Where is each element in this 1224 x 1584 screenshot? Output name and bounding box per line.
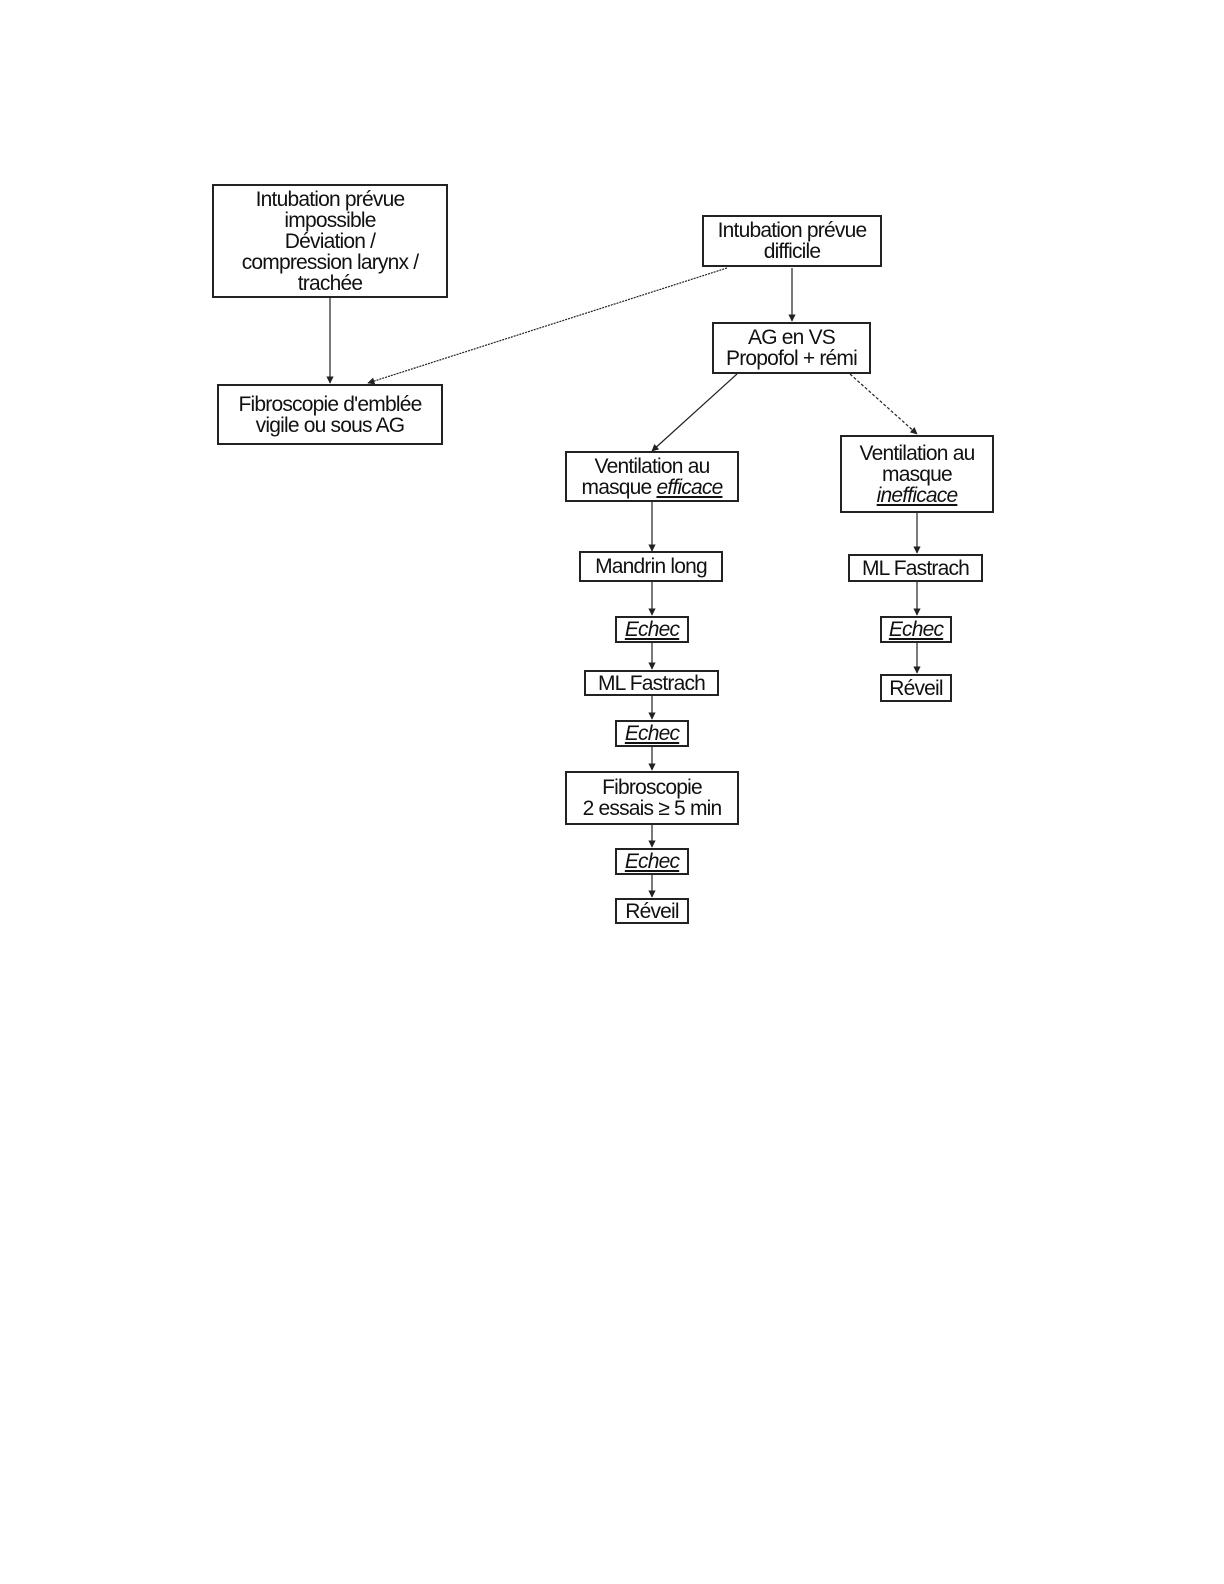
node-label: ML Fastrach [597, 671, 706, 695]
node-echec-3: Echec [615, 848, 689, 875]
node-ml-fastrach-1: ML Fastrach [584, 670, 719, 696]
node-intubation-difficile: Intubation prévue difficile [702, 215, 882, 267]
node-line: trachée [297, 271, 363, 295]
arrow-ag-vs-to-vent-inefficace [849, 373, 918, 435]
node-line: Intubation prévue [717, 219, 868, 242]
node-line-prefix: masque [581, 475, 657, 499]
node-intubation-impossible: Intubation prévue impossible Déviation /… [212, 184, 448, 298]
node-reveil-1: Réveil [615, 898, 689, 924]
node-line: Ventilation au [859, 441, 976, 465]
node-label: Mandrin long [595, 555, 708, 578]
node-echec-1: Echec [615, 616, 689, 643]
node-ag-en-vs: AG en VS Propofol + rémi [712, 322, 871, 374]
node-mandrin-long: Mandrin long [579, 551, 723, 582]
node-line: 2 essais ≥ 5 min [582, 797, 723, 820]
node-line: Fibroscopie [602, 776, 703, 799]
node-reveil-2: Réveil [880, 674, 952, 702]
node-line: Ventilation au [594, 454, 711, 478]
node-line: Fibroscopie d'emblée [238, 392, 423, 416]
node-line: masque efficace [581, 475, 724, 499]
emphasis-inefficace: inefficace [876, 483, 959, 507]
node-echec-4: Echec [880, 616, 952, 643]
node-label: Echec [624, 850, 680, 873]
node-line: Propofol + rémi [726, 347, 858, 370]
node-line: Déviation / [284, 229, 376, 253]
emphasis-efficace: efficace [656, 475, 723, 499]
node-line: masque [882, 462, 953, 486]
node-label: Réveil [889, 676, 943, 700]
node-line: compression larynx / [241, 250, 419, 274]
node-label: Echec [888, 618, 944, 641]
node-label: Echec [624, 722, 680, 745]
node-line: Intubation prévue [255, 187, 406, 211]
node-line: AG en VS [748, 326, 836, 349]
node-line: impossible [284, 208, 376, 232]
node-line: difficile [763, 240, 821, 263]
node-label: Echec [624, 618, 680, 641]
node-ml-fastrach-2: ML Fastrach [848, 554, 983, 582]
node-echec-2: Echec [615, 720, 689, 747]
node-ventilation-inefficace: Ventilation au masque inefficace [840, 435, 994, 513]
node-fibroscopie-essais: Fibroscopie 2 essais ≥ 5 min [565, 771, 739, 825]
arrow-ag-vs-to-vent-efficace [651, 373, 738, 452]
node-label: Réveil [625, 899, 679, 923]
node-fibroscopie-emblee: Fibroscopie d'emblée vigile ou sous AG [217, 384, 443, 445]
node-ventilation-efficace: Ventilation au masque efficace [565, 451, 739, 502]
node-label: ML Fastrach [861, 556, 970, 580]
node-line: vigile ou sous AG [255, 413, 405, 437]
